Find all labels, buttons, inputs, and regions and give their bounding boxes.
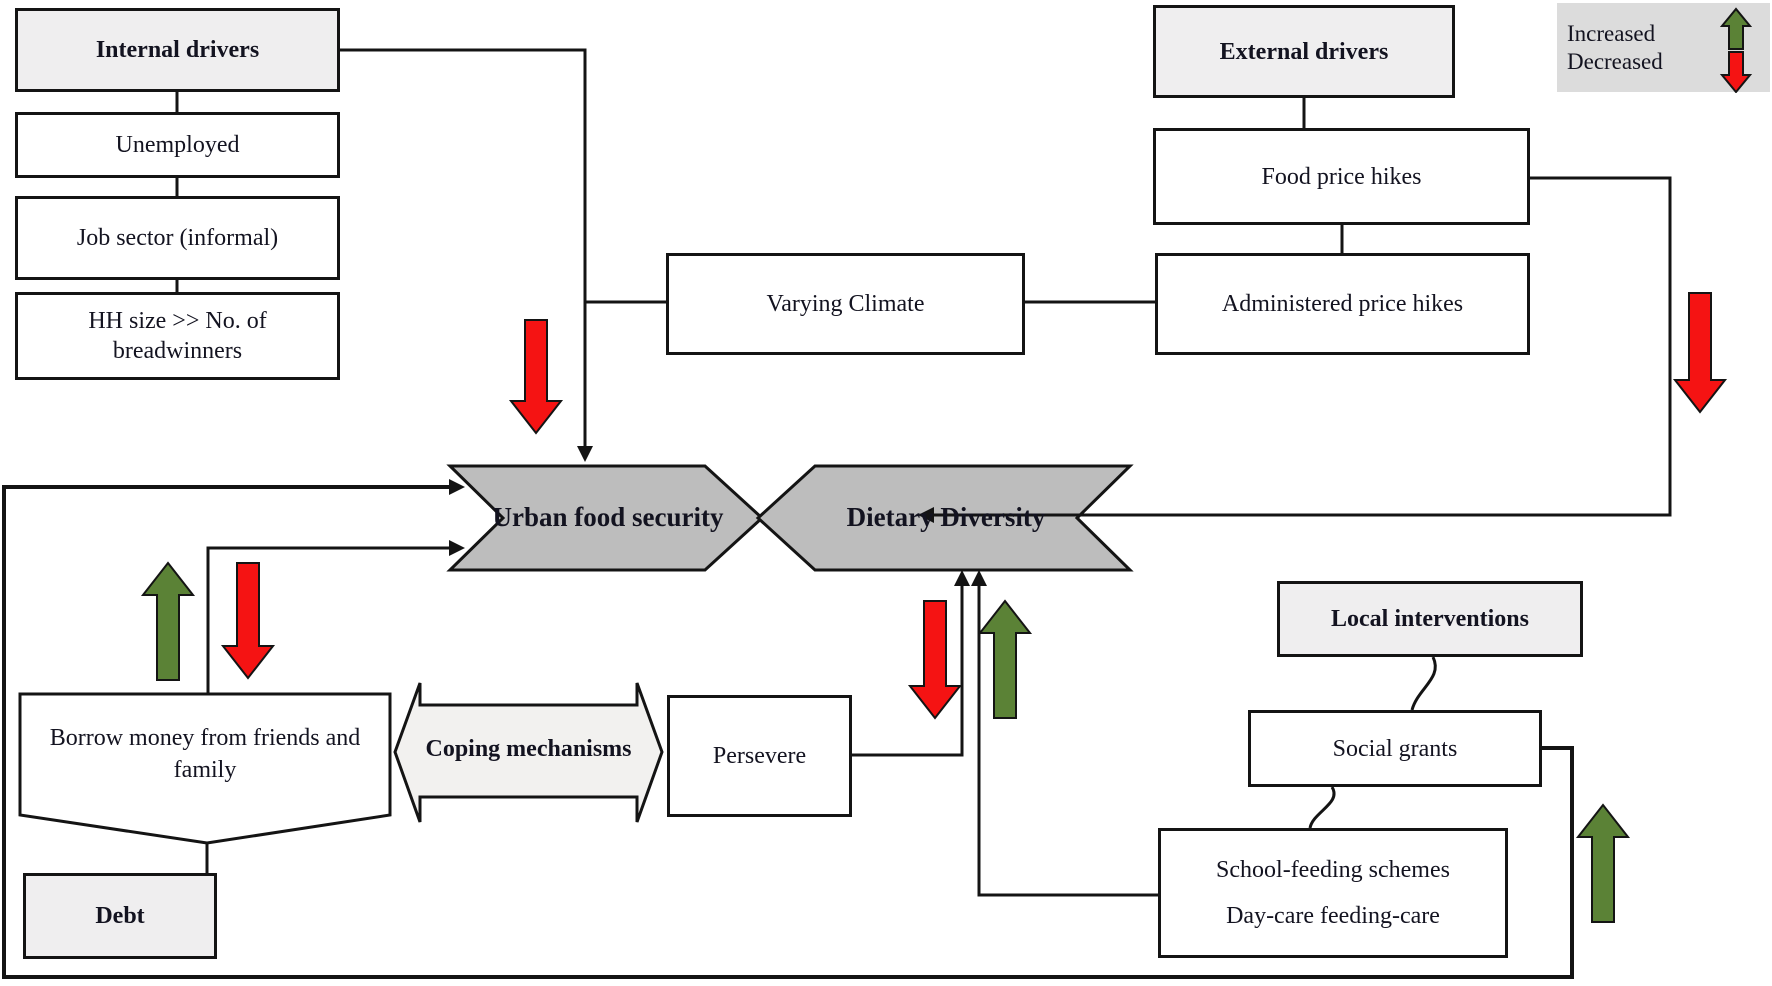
school-feeding-box: School-feeding schemes Day-care feeding-… (1158, 828, 1508, 958)
decrease-arrow-icon (1719, 51, 1753, 93)
increase-arrow-icon (1575, 803, 1631, 923)
increase-arrow-icon (140, 561, 196, 681)
internal-drivers-box: Internal drivers (15, 8, 340, 92)
social-grants-label: Social grants (1332, 735, 1458, 762)
connector-school-to-dietary (977, 580, 1158, 897)
social-grants-box: Social grants (1248, 710, 1542, 787)
connector-local-to-social (1410, 656, 1437, 711)
unemployed-box: Unemployed (15, 112, 340, 178)
coping-mechanisms-double-arrow (393, 682, 664, 823)
legend-increased-row: Increased (1567, 21, 1760, 47)
connector-food-to-dietary (934, 176, 1672, 517)
urban-food-security-chevron (446, 464, 765, 572)
job-sector-label: Job sector (informal) (76, 225, 279, 251)
external-drivers-box: External drivers (1153, 5, 1455, 98)
unemployed-label: Unemployed (115, 132, 240, 158)
persevere-box: Persevere (667, 695, 852, 817)
arrowhead-into-dietary-bottom-2 (971, 570, 987, 586)
arrowhead-into-dietary-right (918, 507, 934, 523)
debt-box: Debt (23, 873, 217, 959)
school-feeding-schemes-label: School-feeding schemes (1216, 857, 1450, 883)
varying-climate-label: Varying Climate (766, 291, 925, 317)
dietary-diversity-chevron (755, 464, 1134, 572)
arrowhead-into-urban-left-1 (449, 479, 465, 495)
arrowhead-into-dietary-bottom-1 (954, 570, 970, 586)
arrowhead-into-urban-top (577, 446, 593, 462)
legend-arrows (1719, 7, 1753, 93)
increase-arrow-icon (1719, 7, 1753, 50)
administered-price-hikes-label: Administered price hikes (1221, 291, 1464, 317)
local-interventions-box: Local interventions (1277, 581, 1583, 657)
connector-internal-to-urban (340, 48, 587, 448)
hh-size-box: HH size >> No. of breadwinners (15, 292, 340, 380)
debt-label: Debt (95, 903, 145, 929)
job-sector-box: Job sector (informal) (15, 196, 340, 280)
hh-size-label: HH size >> No. of breadwinners (88, 308, 267, 364)
borrow-money-shape (18, 692, 392, 845)
decrease-arrow-icon (220, 562, 276, 680)
external-drivers-label: External drivers (1219, 38, 1389, 65)
connector-social-to-school (1308, 786, 1336, 829)
day-care-feeding-care-label: Day-care feeding-care (1226, 903, 1440, 929)
legend-decreased-label: Decreased (1567, 48, 1663, 74)
legend-decreased-row: Decreased (1567, 49, 1760, 75)
arrowhead-into-urban-left-2 (449, 540, 465, 556)
legend-increased-label: Increased (1567, 20, 1656, 46)
local-interventions-label: Local interventions (1331, 606, 1529, 632)
food-price-hikes-box: Food price hikes (1153, 128, 1530, 225)
food-price-hikes-label: Food price hikes (1261, 163, 1422, 190)
increase-arrow-icon (977, 599, 1033, 719)
decrease-arrow-icon (907, 600, 963, 720)
decrease-arrow-icon (1672, 292, 1728, 414)
varying-climate-box: Varying Climate (666, 253, 1025, 355)
decrease-arrow-icon (508, 319, 564, 435)
persevere-label: Persevere (712, 743, 807, 769)
internal-drivers-label: Internal drivers (95, 37, 260, 63)
administered-price-hikes-box: Administered price hikes (1155, 253, 1530, 355)
connector-persevere-to-dietary (852, 580, 964, 757)
legend: Increased Decreased (1557, 3, 1770, 93)
connector-borrow-to-urban (206, 546, 449, 694)
connector-social-grants-loop-to-urban (2, 485, 1574, 979)
